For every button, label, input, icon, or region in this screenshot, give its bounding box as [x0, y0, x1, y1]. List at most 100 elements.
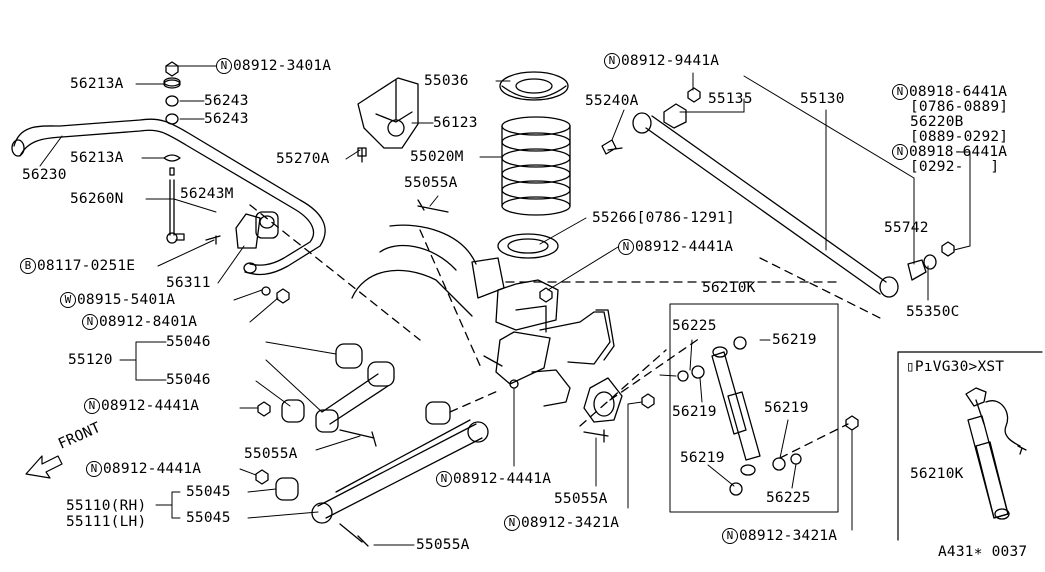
n-circle-icon: N	[892, 144, 908, 160]
label-55110-rh: 55110(RH)	[66, 498, 147, 514]
coil-spring-drawing	[501, 116, 571, 216]
label-56260N: 56260N	[70, 191, 124, 207]
inset-shock-drawing	[965, 387, 1027, 520]
label-56219-mid: 56219	[672, 404, 717, 420]
label-55045-b: 55045	[186, 510, 231, 526]
label-56243-b: 56243	[204, 111, 249, 127]
upper-seat-drawing	[499, 71, 569, 101]
n-circle-icon: N	[618, 239, 634, 255]
part-number: 08912-4441A	[453, 471, 552, 487]
label-56219-top: 56219	[772, 332, 817, 348]
part-number: 08912-3421A	[739, 528, 838, 544]
part-number: 08912-4441A	[101, 398, 200, 414]
label-56243-a: 56243	[204, 93, 249, 109]
label-55270A: 55270A	[276, 151, 330, 167]
part-number: 08912-4441A	[635, 239, 734, 255]
label-56213A-top: 56213A	[70, 76, 124, 92]
part-number: 08912-9441A	[621, 53, 720, 69]
n-circle-icon: N	[504, 515, 520, 531]
dashed-guides	[249, 204, 881, 459]
n-circle-icon: N	[604, 53, 620, 69]
axle-housing-drawing	[351, 224, 623, 423]
lateral-rod-drawing	[601, 87, 955, 298]
label-55020M: 55020M	[410, 149, 464, 165]
part-number: 08918-6441A	[909, 84, 1008, 100]
label-55055A-mid: 55055A	[244, 446, 298, 462]
stabilizer-link-drawing	[163, 61, 185, 244]
part-number: 08912-3421A	[521, 515, 620, 531]
b-circle-icon: B	[20, 258, 36, 274]
n-circle-icon: N	[84, 398, 100, 414]
label-56123: 56123	[433, 115, 478, 131]
label-56225-top: 56225	[672, 318, 717, 334]
label-56311: 56311	[166, 275, 211, 291]
shock-absorber-drawing	[641, 336, 859, 496]
label-55055A-top: 55055A	[404, 175, 458, 191]
label-56220B: 56220B	[910, 114, 964, 130]
label-55135: 55135	[708, 91, 753, 107]
upper-link-drawing	[257, 343, 395, 447]
part-number: 08912-4441A	[103, 461, 202, 477]
bracket-drawing	[357, 77, 419, 163]
n-circle-icon: N	[82, 314, 98, 330]
label-55240A: 55240A	[585, 93, 639, 109]
w-circle-icon: W	[60, 292, 76, 308]
label-56219-right: 56219	[764, 400, 809, 416]
label-55046-b: 55046	[166, 372, 211, 388]
label-date-0786-0889: [0786-0889]	[910, 99, 1009, 115]
label-56225-low: 56225	[766, 490, 811, 506]
label-date-0292: [0292- ]	[910, 159, 1000, 175]
part-number: 08117-0251E	[37, 258, 136, 274]
label-55111-lh: 55111(LH)	[66, 514, 147, 530]
part-number: 08915-5401A	[77, 292, 176, 308]
part-number: 08912-8401A	[99, 314, 198, 330]
inset-title: ▯PıVG30>XST	[906, 359, 1005, 375]
n-circle-icon: N	[86, 461, 102, 477]
stabilizer-bushing-drawing	[205, 211, 290, 304]
label-55120: 55120	[68, 352, 113, 368]
label-55742: 55742	[884, 220, 929, 236]
label-date-0889-0292: [0889-0292]	[910, 129, 1009, 145]
n-circle-icon: N	[722, 528, 738, 544]
lower-seat-drawing	[497, 233, 559, 259]
leader-lines	[39, 65, 971, 546]
label-56243M: 56243M	[180, 186, 234, 202]
diagram-id: A431∗ 0037	[938, 544, 1028, 560]
label-56213A-mid: 56213A	[70, 150, 124, 166]
label-55130: 55130	[800, 91, 845, 107]
label-55046-a: 55046	[166, 334, 211, 350]
label-56230: 56230	[22, 167, 67, 183]
label-55266: 55266[0786-1291]	[592, 210, 735, 226]
inset-frame	[897, 351, 1043, 541]
label-55350C: 55350C	[906, 304, 960, 320]
front-arrow-icon	[25, 455, 63, 479]
label-56210K: 56210K	[702, 280, 756, 296]
part-number: 08918-6441A	[909, 144, 1008, 160]
label-55036: 55036	[424, 73, 469, 89]
n-circle-icon: N	[436, 471, 452, 487]
label-55055A-bottom: 55055A	[416, 537, 470, 553]
label-56219-low: 56219	[680, 450, 725, 466]
label-55045-a: 55045	[186, 484, 231, 500]
label-55055A-center: 55055A	[554, 491, 608, 507]
n-circle-icon: N	[892, 84, 908, 100]
n-circle-icon: N	[216, 58, 232, 74]
stabilizer-bar-drawing	[11, 118, 326, 276]
part-number: 08912-3401A	[233, 58, 332, 74]
label-56210K-inset: 56210K	[910, 466, 964, 482]
